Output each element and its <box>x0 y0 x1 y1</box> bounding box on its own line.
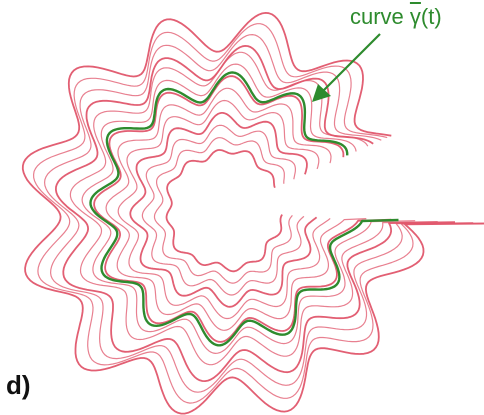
level-curve-2 <box>153 137 293 284</box>
level-curve-5 <box>117 99 331 320</box>
level-curve-1 <box>165 149 283 273</box>
level-curve-7 <box>93 75 392 343</box>
annotation-prefix: curve <box>350 4 410 29</box>
level-curve-6 <box>105 87 367 331</box>
annotation-arrow <box>312 33 381 102</box>
annotation-symbol: γ <box>409 4 421 29</box>
highlighted-curve-gamma <box>89 71 399 347</box>
level-curve-11 <box>44 34 474 393</box>
level-curve-8 <box>81 63 416 354</box>
level-curve-4 <box>129 112 318 308</box>
level-curve-10 <box>55 45 456 382</box>
level-curve-family <box>21 12 484 415</box>
level-curve-12 <box>33 23 484 404</box>
annotation-args: (t) <box>420 4 442 29</box>
curve-annotation-label: curve γ(t) <box>350 6 442 28</box>
level-curve-13 <box>21 12 484 415</box>
panel-label: d) <box>6 370 31 400</box>
level-curve-9 <box>69 51 438 366</box>
level-curve-3 <box>141 124 305 296</box>
